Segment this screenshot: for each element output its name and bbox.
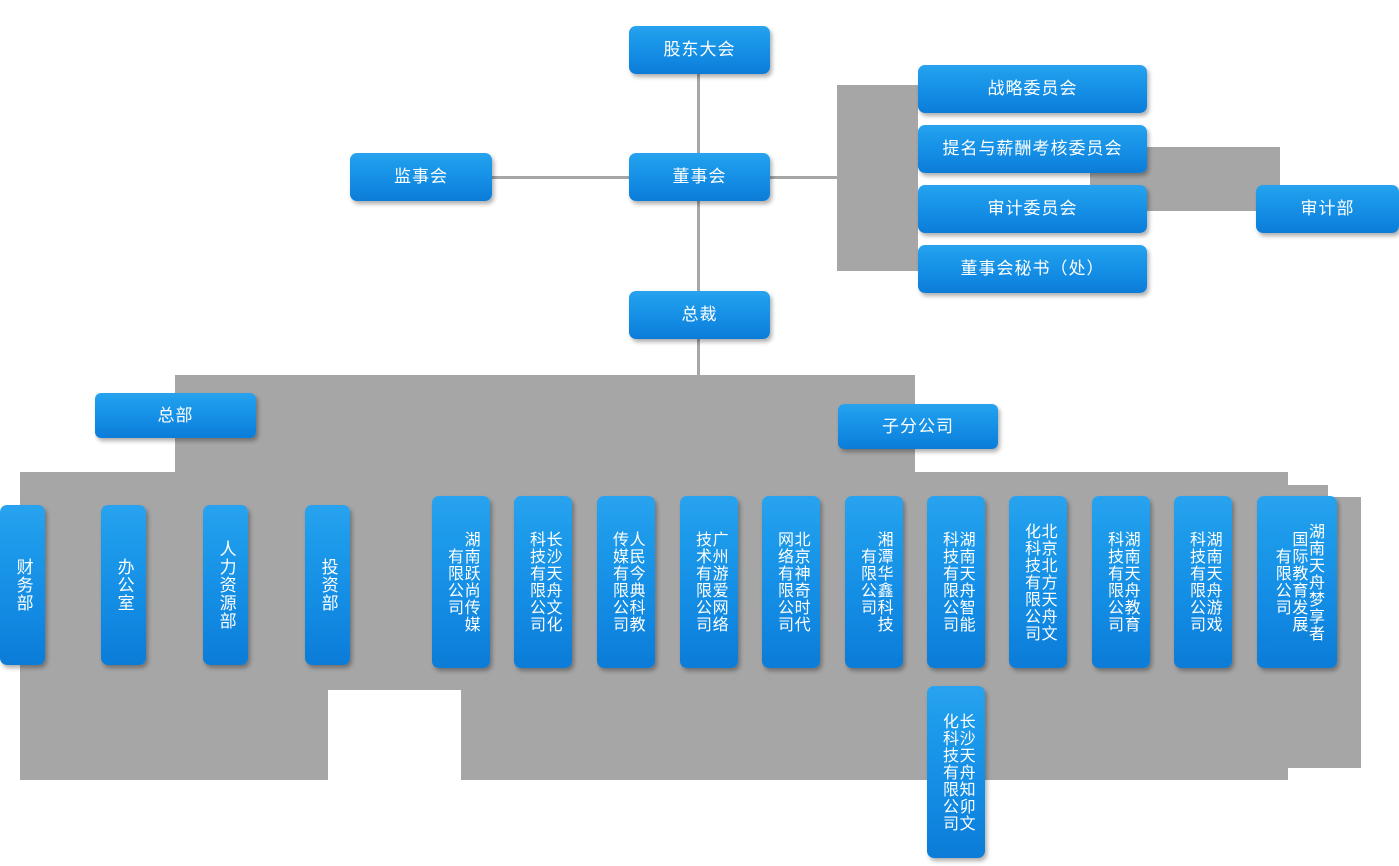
node-subsidiary-changsha-tianzhou-zhimao-culture[interactable]: 长沙天舟知卯文 化科技有限公司 [927,686,985,858]
node-subsidiary-changsha-tianzhou-culture[interactable]: 长沙天舟文化 科技有限公司 [514,496,572,668]
node-label: 股东大会 [663,40,736,60]
node-president[interactable]: 总裁 [629,291,770,339]
line-president-to-divisions [697,339,700,379]
node-label: 子分公司 [882,416,954,436]
node-label: 湖南跃尚传媒 有限公司 [445,531,479,633]
node-label: 人力资源部 [216,540,236,630]
node-label: 审计委员会 [987,199,1078,219]
node-label: 湖南天舟游戏 科技有限公司 [1187,531,1221,633]
node-label: 总部 [157,405,194,425]
line-board-to-president [697,200,700,295]
node-subsidiary-beijing-shenqi-shidai-network[interactable]: 北京神奇时代 网络有限公司 [762,496,820,668]
base-plate-notch [328,690,461,782]
node-subsidiary-renmin-jindian-edu-media[interactable]: 人民今典科教 传媒有限公司 [597,496,655,668]
node-subsidiary-hunan-tianzhou-mengxiangzhe-edu[interactable]: 湖南天舟梦享者 国际教育发展 有限公司 [1257,496,1337,668]
node-subsidiary-xiangtan-huaxin-technology[interactable]: 湘潭华鑫科技 有限公司 [845,496,903,668]
base-plate-right-trim [1288,768,1368,782]
node-hq-dept-finance[interactable]: 财务部 [0,505,45,665]
node-audit-department[interactable]: 审计部 [1256,185,1399,233]
node-shareholders-meeting[interactable]: 股东大会 [629,26,770,74]
line-board-to-committees [770,176,840,179]
node-subsidiaries[interactable]: 子分公司 [838,404,998,449]
node-label: 湖南天舟梦享者 国际教育发展 有限公司 [1272,522,1323,642]
node-label: 人民今典科教 传媒有限公司 [610,531,644,633]
line-shareholders-to-board [697,74,700,154]
node-subsidiary-hunan-tianzhou-games[interactable]: 湖南天舟游戏 科技有限公司 [1174,496,1232,668]
node-label: 审计部 [1300,199,1355,219]
node-label: 长沙天舟知卯文 化科技有限公司 [940,712,974,832]
node-board-of-directors[interactable]: 董事会 [629,153,770,201]
node-label: 提名与薪酬考核委员会 [942,139,1123,159]
node-label: 董事会秘书（处） [960,259,1105,279]
node-label: 董事会 [672,167,727,187]
node-label: 湖南天舟教育 科技有限公司 [1105,531,1139,633]
node-label: 长沙天舟文化 科技有限公司 [527,531,561,633]
node-label: 办公室 [114,558,134,612]
node-subsidiary-hunan-tianzhou-education[interactable]: 湖南天舟教育 科技有限公司 [1092,496,1150,668]
node-subsidiary-hunan-yueshang-media[interactable]: 湖南跃尚传媒 有限公司 [432,496,490,668]
node-committee-audit[interactable]: 审计委员会 [918,185,1147,233]
node-label: 北京神奇时代 网络有限公司 [775,531,809,633]
node-board-of-supervisors[interactable]: 监事会 [350,153,492,201]
node-subsidiary-guangzhou-youai-network[interactable]: 广州游爱网络 技术有限公司 [680,496,738,668]
line-supervisors-to-board [492,176,629,179]
committee-bracket-plate [837,85,918,271]
node-hq-dept-investment[interactable]: 投资部 [305,505,350,665]
node-label: 湘潭华鑫科技 有限公司 [858,531,892,633]
node-subsidiary-beijing-beifang-tianzhou-culture[interactable]: 北京北方天舟文 化科技有限公司 [1009,496,1067,668]
node-headquarters[interactable]: 总部 [95,393,256,438]
node-label: 总裁 [681,305,718,325]
node-label: 财务部 [13,558,33,612]
node-label: 战略委员会 [987,79,1078,99]
node-label: 广州游爱网络 技术有限公司 [693,531,727,633]
node-label: 北京北方天舟文 化科技有限公司 [1022,522,1056,642]
node-board-secretary-office[interactable]: 董事会秘书（处） [918,245,1147,293]
node-label: 监事会 [394,167,448,187]
node-committee-nomination-compensation[interactable]: 提名与薪酬考核委员会 [918,125,1147,173]
node-subsidiary-hunan-tianzhou-intelligent[interactable]: 湖南天舟智能 科技有限公司 [927,496,985,668]
node-hq-dept-human-resources[interactable]: 人力资源部 [203,505,248,665]
node-label: 湖南天舟智能 科技有限公司 [940,531,974,633]
node-label: 投资部 [318,558,338,612]
node-committee-strategy[interactable]: 战略委员会 [918,65,1147,113]
node-hq-dept-office[interactable]: 办公室 [101,505,146,665]
